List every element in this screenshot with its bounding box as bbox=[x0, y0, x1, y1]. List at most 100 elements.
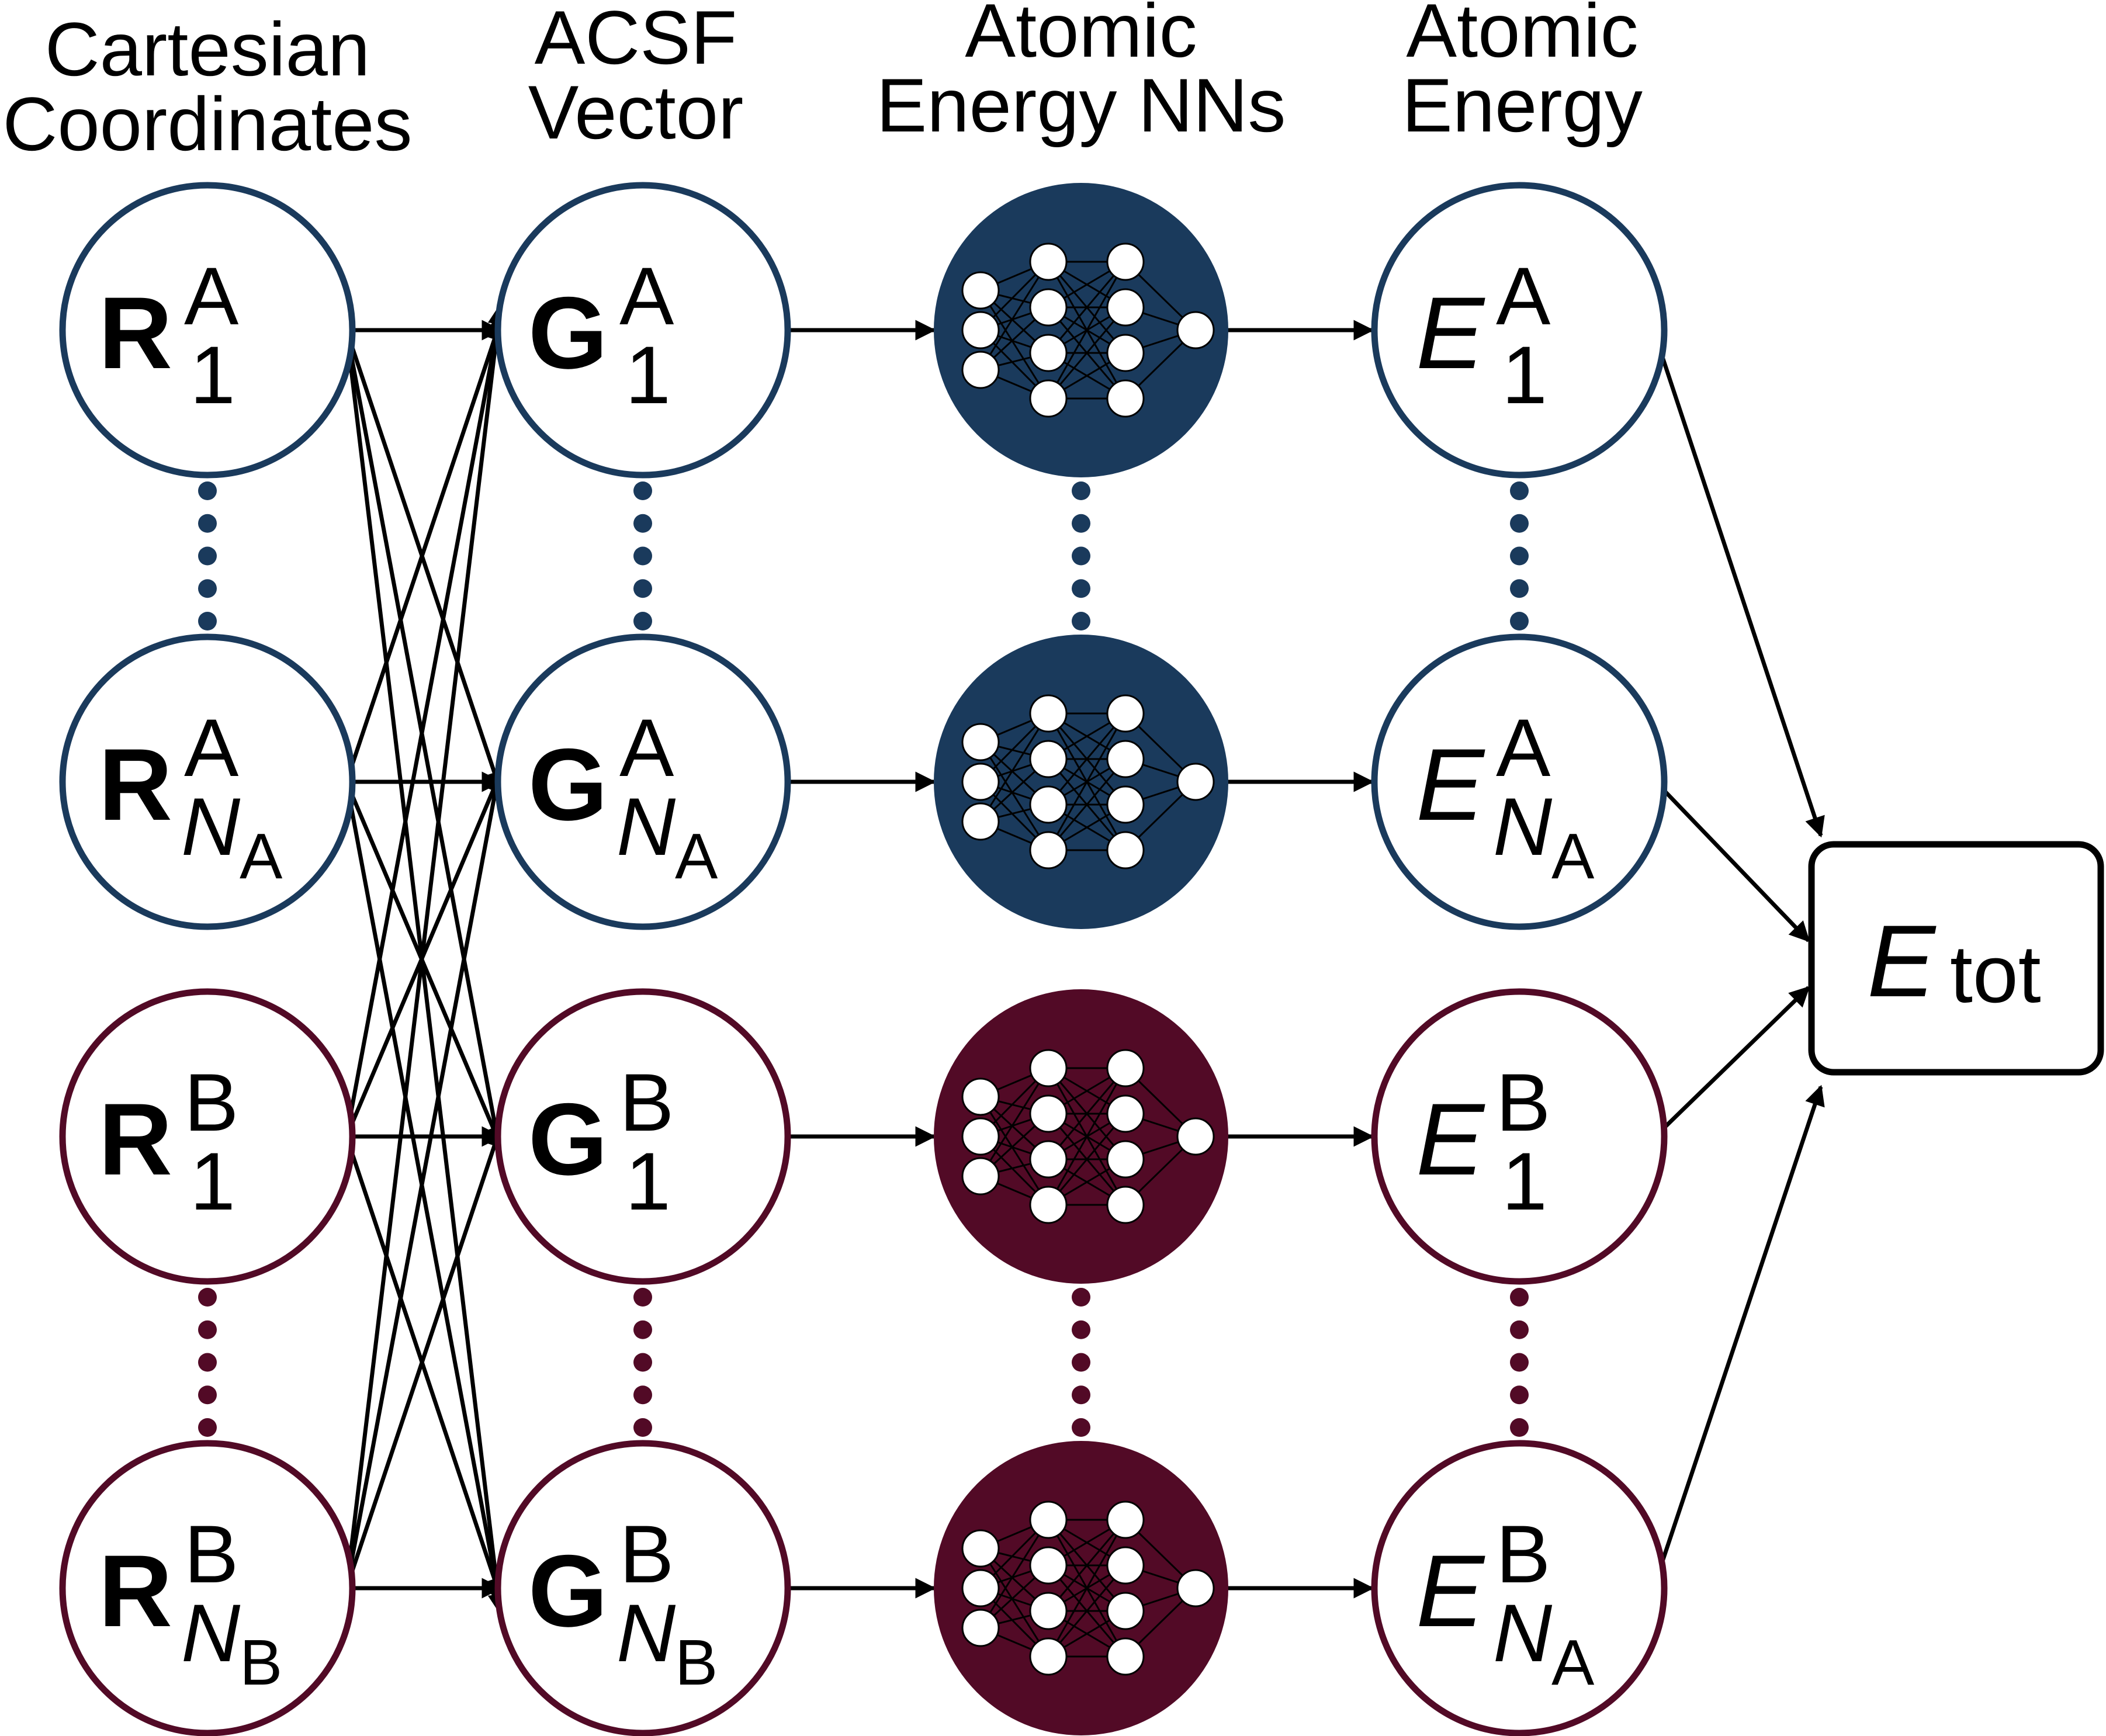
ellipsis-dot bbox=[198, 1288, 217, 1307]
nn-synapse bbox=[979, 1096, 1049, 1205]
ellipsis-dot bbox=[1510, 1288, 1529, 1307]
ellipsis-dot bbox=[198, 546, 217, 566]
energy-row2-species: A bbox=[1496, 702, 1551, 793]
nn-neuron bbox=[1029, 1501, 1068, 1539]
ellipsis-dot bbox=[633, 514, 652, 533]
nn-neuron bbox=[1106, 379, 1145, 418]
total-energy-symbol: E bbox=[1867, 905, 1937, 1018]
ellipsis-dot bbox=[1510, 481, 1529, 500]
nn-neuron bbox=[961, 1569, 1000, 1607]
neural-network-icon bbox=[934, 183, 1228, 477]
header-cartesian-line2: Coordinates bbox=[2, 81, 413, 167]
nn-neuron bbox=[961, 351, 1000, 389]
nn-neuron bbox=[1106, 740, 1145, 778]
energy-row4-index-subscript: A bbox=[1551, 1627, 1595, 1699]
acsf-node-circle bbox=[494, 1440, 791, 1736]
coord-row2-symbol: R bbox=[99, 728, 172, 842]
header-cartesian-coordinates: Cartesian Coordinates bbox=[2, 6, 413, 167]
ellipsis-dot bbox=[198, 481, 217, 500]
ellipsis-dot bbox=[198, 514, 217, 533]
energy-row3-index: 1 bbox=[1502, 1135, 1547, 1227]
energy-row2-index: N bbox=[1493, 781, 1553, 872]
total-energy-subscript: tot bbox=[1950, 928, 2041, 1020]
header-cartesian-line1: Cartesian bbox=[44, 6, 370, 92]
neural-network-icon bbox=[934, 989, 1228, 1284]
nn-neuron bbox=[1106, 694, 1145, 733]
ellipsis-dots bbox=[198, 481, 1529, 1437]
nn-neuron bbox=[1176, 311, 1215, 349]
acsf-row2-species: A bbox=[619, 702, 674, 793]
energy-row4-species: B bbox=[1496, 1508, 1550, 1600]
ellipsis-dot bbox=[1072, 514, 1090, 533]
header-acsf-line1: ACSF bbox=[534, 0, 737, 80]
header-nn-line1: Atomic bbox=[965, 0, 1197, 73]
nn-synapse bbox=[979, 741, 1049, 851]
ellipsis-dot bbox=[633, 1353, 652, 1372]
nn-synapse bbox=[979, 1519, 1049, 1628]
header-nn-line2: Energy NNs bbox=[876, 63, 1286, 148]
acsf-row4-index-subscript: B bbox=[675, 1627, 718, 1699]
energy-row2-symbol: E bbox=[1416, 728, 1485, 842]
ellipsis-dot bbox=[633, 1320, 652, 1339]
nn-node-circle bbox=[934, 183, 1228, 477]
ellipsis-dot bbox=[1072, 1320, 1090, 1339]
nn-neuron bbox=[1029, 1186, 1068, 1224]
nn-neuron bbox=[961, 1609, 1000, 1647]
ellipsis-r-b bbox=[198, 1288, 217, 1437]
nn-neuron bbox=[1029, 379, 1068, 418]
coord-node-circle bbox=[59, 182, 356, 479]
arrow-e3-to-total bbox=[1662, 986, 1810, 1129]
energy-row3-species: B bbox=[1496, 1056, 1550, 1148]
acsf-node-circle bbox=[494, 182, 791, 479]
ellipsis-dot bbox=[1072, 579, 1090, 598]
nn-synapse bbox=[1047, 1068, 1127, 1205]
nn-neuron bbox=[1029, 1049, 1068, 1087]
coord-row3-species: B bbox=[184, 1056, 238, 1148]
ellipsis-dot bbox=[1072, 1288, 1090, 1307]
coord-row2-species: A bbox=[184, 702, 239, 793]
ellipsis-dot bbox=[633, 612, 652, 630]
nn-neuron bbox=[1106, 785, 1145, 824]
ellipsis-nn-a bbox=[1072, 481, 1090, 630]
arrow-e2-to-total bbox=[1662, 789, 1810, 943]
energy-row4-symbol: E bbox=[1416, 1534, 1485, 1648]
nn-neuron bbox=[1029, 1592, 1068, 1630]
ellipsis-dot bbox=[1072, 1418, 1090, 1437]
ellipsis-g-a bbox=[633, 481, 652, 630]
nn-synapse bbox=[1047, 1565, 1127, 1657]
acsf-row3-symbol: G bbox=[528, 1083, 608, 1197]
nn-synapse bbox=[979, 290, 1049, 399]
nn-neuron bbox=[1029, 288, 1068, 327]
ellipsis-dot bbox=[1072, 481, 1090, 500]
nn-synapse bbox=[1047, 261, 1127, 399]
neural-network-icon bbox=[934, 635, 1228, 929]
nn-neuron bbox=[1106, 1637, 1145, 1676]
ellipsis-dot bbox=[1510, 1353, 1529, 1372]
header-acsf-line2: Vector bbox=[528, 70, 744, 155]
ellipsis-dot bbox=[1510, 612, 1529, 630]
energy-row1-index: 1 bbox=[1502, 329, 1547, 421]
energy-row1-species: A bbox=[1496, 250, 1551, 342]
ellipsis-dot bbox=[1072, 546, 1090, 566]
acsf-node-circle bbox=[494, 988, 791, 1285]
nn-synapse bbox=[1047, 1519, 1127, 1612]
nn-synapse bbox=[1047, 758, 1127, 851]
nn-neuron bbox=[1176, 1569, 1215, 1607]
coord-node-circle bbox=[59, 1440, 356, 1736]
nn-neuron bbox=[961, 271, 1000, 310]
coord-row4-symbol: R bbox=[99, 1534, 172, 1648]
ellipsis-dot bbox=[1510, 1320, 1529, 1339]
nn-neuron bbox=[1106, 288, 1145, 327]
